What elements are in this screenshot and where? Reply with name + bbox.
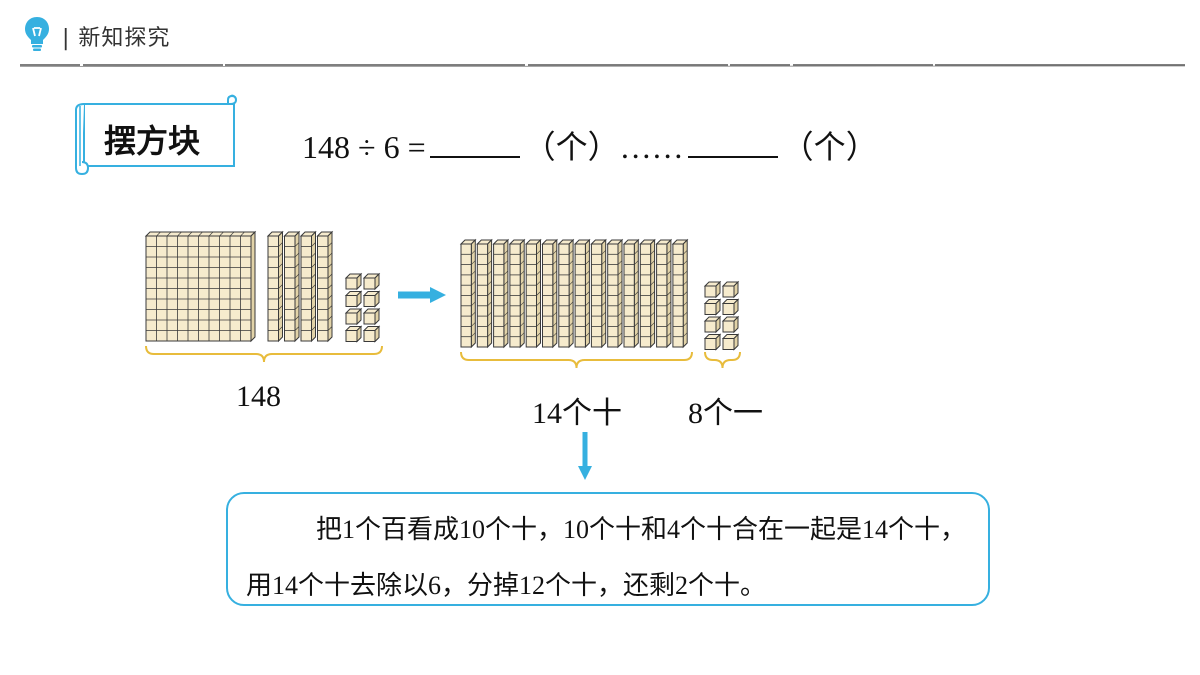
unit-cube — [703, 298, 722, 316]
equals-sign: = — [407, 129, 426, 165]
ten-rod — [622, 238, 640, 349]
unit-label: 个 — [555, 129, 588, 165]
quotient-blank[interactable] — [429, 128, 520, 158]
paren-open: （ — [523, 129, 556, 165]
lightbulb-icon — [25, 17, 49, 51]
ten-rod — [557, 238, 575, 349]
unit-cube — [703, 280, 722, 299]
ten-rod — [541, 238, 559, 349]
ten-rod — [459, 238, 477, 349]
paren-close: ） — [587, 129, 620, 165]
scroll-frame — [75, 94, 238, 176]
ten-rod — [283, 230, 301, 343]
left-brace — [145, 345, 383, 363]
right-arrow-head — [430, 287, 446, 303]
ten-rod — [266, 230, 284, 343]
left-total-label: 148 — [236, 380, 281, 413]
unit-label: 个 — [813, 129, 846, 165]
down-arrow-head — [578, 466, 592, 480]
ones-count-label: 8个一 — [688, 397, 763, 430]
ones-brace — [704, 351, 741, 369]
ten-rod — [639, 238, 656, 349]
explanation-text: 把1个百看成10个十，10个十和4个十合在一起是14个十，用14个十去除以6，分… — [246, 515, 967, 600]
unit-cube — [362, 272, 381, 291]
paren-close: ） — [845, 129, 878, 165]
ten-rod — [299, 230, 317, 343]
explanation-box: 把1个百看成10个十，10个十和4个十合在一起是14个十，用14个十去除以6，分… — [226, 492, 990, 606]
base-ten-blocks-figure — [144, 230, 741, 480]
operator: ÷ — [358, 129, 376, 165]
ten-rod — [524, 238, 542, 349]
ten-rod — [606, 238, 624, 349]
unit-cube — [362, 290, 381, 308]
tens-brace — [460, 351, 693, 369]
ten-rod — [573, 238, 591, 349]
unit-cube — [703, 333, 722, 351]
unit-cube — [721, 298, 740, 316]
ten-rod — [655, 238, 673, 349]
ten-rod — [492, 238, 510, 349]
dividend: 148 — [302, 129, 350, 165]
ten-rod — [316, 230, 334, 343]
division-equation: 148 ÷ 6 = （ 个 ） …… （ 个 ） — [302, 122, 878, 168]
ten-rod — [476, 238, 493, 349]
unit-cube — [362, 325, 381, 343]
unit-cube — [344, 272, 363, 291]
section-title: | 新知探究 — [62, 26, 171, 51]
ten-rod — [671, 238, 689, 349]
hundred-flat — [144, 230, 257, 343]
unit-cube — [344, 307, 363, 326]
unit-cube — [721, 280, 740, 299]
ten-rod — [508, 238, 526, 349]
remainder-blank[interactable] — [687, 128, 778, 158]
tens-count-label: 14个十 — [532, 397, 622, 430]
ten-rod — [590, 238, 607, 349]
activity-title: 摆方块 — [104, 122, 201, 160]
paren-open: （ — [781, 129, 814, 165]
unit-cube — [362, 307, 381, 326]
divisor: 6 — [383, 129, 400, 165]
header-divider — [20, 64, 1185, 67]
unit-cube — [721, 333, 740, 351]
unit-cube — [344, 290, 363, 308]
unit-cube — [703, 315, 722, 334]
unit-cube — [344, 325, 363, 343]
unit-cube — [721, 315, 740, 334]
remainder-separator: …… — [619, 129, 684, 165]
